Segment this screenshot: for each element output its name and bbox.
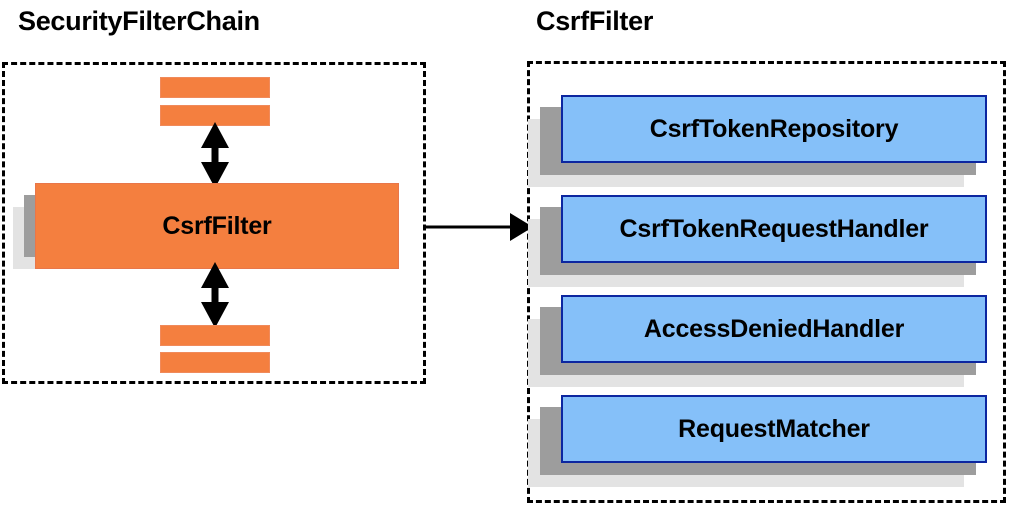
component-card-label: CsrfTokenRepository bbox=[649, 114, 899, 143]
component-card-face[interactable]: RequestMatcher bbox=[561, 395, 987, 463]
component-card-csrf-token-repository[interactable]: CsrfTokenRepository bbox=[528, 95, 987, 187]
filter-bar-bottom-1 bbox=[160, 325, 270, 346]
component-card-label: RequestMatcher bbox=[678, 414, 870, 443]
double-headed-arrow-lower bbox=[201, 262, 229, 328]
double-headed-arrow-upper bbox=[201, 122, 229, 188]
left-panel-title: SecurityFilterChain bbox=[18, 6, 260, 36]
component-card-csrf-token-request-handler[interactable]: CsrfTokenRequestHandler bbox=[528, 195, 987, 287]
component-card-label: AccessDeniedHandler bbox=[643, 314, 905, 343]
csrf-filter-card-face[interactable]: CsrfFilter bbox=[35, 183, 399, 269]
filter-bar-bottom-2 bbox=[160, 352, 270, 373]
csrf-filter-card[interactable]: CsrfFilter bbox=[13, 183, 399, 293]
csrf-filter-card-label: CsrfFilter bbox=[162, 211, 272, 240]
component-card-request-matcher[interactable]: RequestMatcher bbox=[528, 395, 987, 487]
component-card-access-denied-handler[interactable]: AccessDeniedHandler bbox=[528, 295, 987, 387]
filter-bar-top-1 bbox=[160, 77, 270, 98]
security-filter-chain-panel bbox=[2, 62, 426, 384]
component-card-face[interactable]: CsrfTokenRequestHandler bbox=[561, 195, 987, 263]
component-card-label: CsrfTokenRequestHandler bbox=[619, 214, 929, 243]
link-arrow bbox=[424, 213, 533, 241]
right-panel-title: CsrfFilter bbox=[536, 6, 654, 36]
component-card-face[interactable]: AccessDeniedHandler bbox=[561, 295, 987, 363]
component-card-face[interactable]: CsrfTokenRepository bbox=[561, 95, 987, 163]
